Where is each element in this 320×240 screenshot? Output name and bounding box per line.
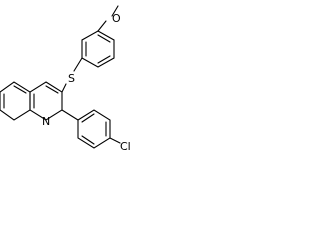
methyl-oxygen-bond bbox=[111, 5, 119, 17]
methoxyphenyl-double-bond-2 bbox=[97, 55, 111, 64]
aryl-chlorine-bond bbox=[109, 137, 121, 144]
quinoline-aryl-bond bbox=[61, 109, 79, 121]
chlorophenyl-double-bond-3 bbox=[81, 135, 95, 145]
sulfur-quinoline-bond bbox=[61, 83, 67, 93]
chemical-structure-diagram: O S N Cl bbox=[0, 0, 148, 163]
methoxyphenyl-ring bbox=[81, 30, 115, 68]
oxygen-aryl-bond bbox=[97, 20, 107, 32]
quinoline-double-bond-4 bbox=[13, 85, 27, 94]
oxygen-label: O bbox=[112, 12, 121, 25]
chlorine-label: Cl bbox=[120, 140, 131, 153]
methoxyphenyl-double-bond-1 bbox=[97, 34, 111, 43]
bond-lines bbox=[0, 5, 121, 149]
quinoline-benzene-ring bbox=[0, 81, 31, 121]
diagram-background bbox=[0, 0, 148, 163]
chlorophenyl-double-bond-1 bbox=[81, 113, 95, 123]
quinoline-double-bond-1 bbox=[45, 85, 59, 94]
sulfur-label: S bbox=[68, 72, 75, 85]
aryl-sulfur-bond bbox=[73, 57, 83, 72]
nitrogen-label: N bbox=[42, 115, 50, 128]
